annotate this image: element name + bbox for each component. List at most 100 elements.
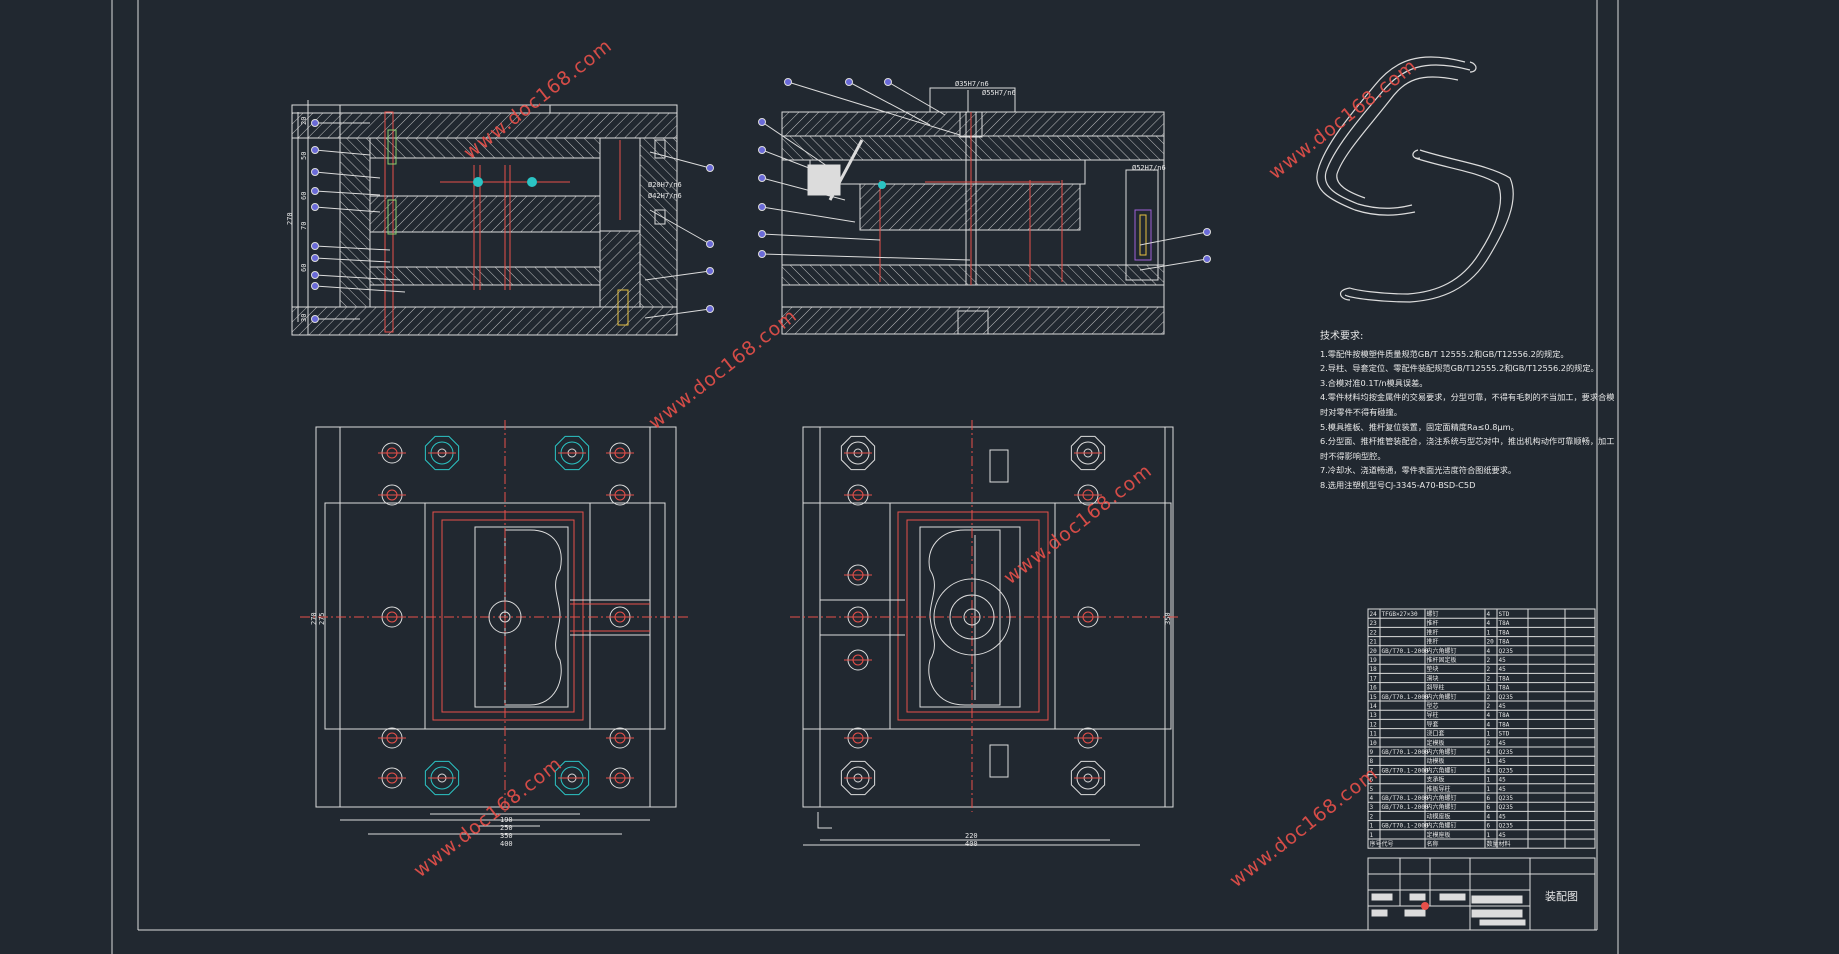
bom-cell: T8A <box>1499 620 1510 627</box>
technical-requirements: 技术要求: 1.零配件按模塑件质量规范GB/T 12555.2和GB/T1255… <box>1320 330 1620 493</box>
bom-cell: 内六角螺钉 <box>1427 822 1457 830</box>
bolt-boss <box>1074 727 1102 749</box>
bom-cell: 45 <box>1499 786 1507 793</box>
bom-cell: 45 <box>1499 777 1507 784</box>
bom-cell: 4 <box>1487 712 1491 719</box>
bom-cell: 内六角螺钉 <box>1427 748 1457 756</box>
bom-cell: 内六角螺钉 <box>1427 794 1457 802</box>
bom-cell: STD <box>1499 731 1510 738</box>
tech-req-title: 技术要求: <box>1320 331 1364 342</box>
bom-cell: 13 <box>1370 712 1378 719</box>
bolt-boss <box>844 606 872 628</box>
bom-cell: 导柱 <box>1427 711 1439 719</box>
bolt-boss <box>844 564 872 586</box>
dim-text: 70 <box>300 222 308 230</box>
bolt-boss <box>554 435 590 471</box>
dim-text: 400 <box>500 840 513 848</box>
bom-cell: GB/T70.1-2000 <box>1382 749 1429 756</box>
bolt-boss <box>424 760 460 796</box>
bom-cell: 22 <box>1370 629 1378 636</box>
bom-cell: 4 <box>1370 795 1374 802</box>
bom-cell: 浇口套 <box>1427 730 1445 738</box>
bom-cell: 15 <box>1370 694 1378 701</box>
bom-cell: STD <box>1499 611 1510 618</box>
dim-text: 50 <box>300 152 308 160</box>
dim-text: 350 <box>1164 612 1172 625</box>
bolt-boss <box>606 767 634 789</box>
bolt-boss <box>606 727 634 749</box>
bom-cell: 9 <box>1370 749 1374 756</box>
bom-cell: 2 <box>1487 694 1491 701</box>
bom-cell: 1 <box>1487 731 1491 738</box>
dim-text: 220 <box>965 832 978 840</box>
bom-cell: Q235 <box>1499 648 1514 655</box>
section-view-middle <box>781 87 1165 335</box>
bom-cell: T8A <box>1499 675 1510 682</box>
bom-cell: 2 <box>1487 675 1491 682</box>
bom-cell: 1 <box>1487 629 1491 636</box>
bom-cell: 2 <box>1487 666 1491 673</box>
bom-cell: 4 <box>1487 767 1491 774</box>
bom-header-cell: 材料 <box>1499 840 1511 848</box>
watermark-text: www.doc168.com <box>1226 763 1383 892</box>
bom-cell: 1 <box>1487 685 1491 692</box>
fit-label: Ø20H7/n6 <box>648 181 682 189</box>
bolt-boss <box>378 442 406 464</box>
bom-cell: 45 <box>1499 657 1507 664</box>
bolt-boss <box>840 435 876 471</box>
bom-cell: 推板导柱 <box>1427 785 1451 793</box>
plan-view-right <box>790 420 1180 846</box>
bom-cell: 14 <box>1370 703 1378 710</box>
plan-left-bolts <box>378 435 634 796</box>
bom-cell: 4 <box>1487 620 1491 627</box>
bolt-boss <box>1074 484 1102 506</box>
bom-cell: Q235 <box>1499 795 1514 802</box>
bom-cell: 推杆 <box>1427 619 1439 627</box>
bom-cell: 4 <box>1487 648 1491 655</box>
bom-cell: 导套 <box>1427 720 1439 728</box>
dim-text: 275 <box>318 612 326 625</box>
bom-cell: 3 <box>1370 804 1374 811</box>
bolt-boss <box>1070 435 1106 471</box>
bom-cell: 11 <box>1370 731 1378 738</box>
bolt-boss <box>606 484 634 506</box>
plan-view-left <box>300 420 690 835</box>
tech-req-item: 1.零配件按模塑件质量规范GB/T 12555.2和GB/T12556.2的规定… <box>1320 348 1569 359</box>
bom-cell: 5 <box>1370 786 1374 793</box>
section-middle-leaders <box>758 78 1211 271</box>
bom-cell: 4 <box>1487 749 1491 756</box>
bom-cell: 45 <box>1499 703 1507 710</box>
bolt-boss <box>844 649 872 671</box>
dim-text: 350 <box>500 832 513 840</box>
section-view-left <box>291 100 678 336</box>
watermark-text: www.doc168.com <box>1265 55 1422 184</box>
bom-cell: 24 <box>1370 611 1378 618</box>
title-block <box>1367 857 1596 931</box>
bom-cell: TFGB×27×30 <box>1382 611 1419 618</box>
bom-cell: 推杆 <box>1427 638 1439 646</box>
bom-cell: 内六角螺钉 <box>1427 766 1457 774</box>
bom-cell: Q235 <box>1499 804 1514 811</box>
bom-cell: 动模座板 <box>1427 812 1451 820</box>
bom-cell: 2 <box>1487 703 1491 710</box>
bom-cell: 6 <box>1487 804 1491 811</box>
dim-text: 270 <box>310 612 318 625</box>
watermarks: www.doc168.com www.doc168.com www.doc168… <box>410 35 1422 892</box>
bom-header-cell: 代号 <box>1382 840 1394 848</box>
bom-header-cell: 名称 <box>1427 840 1439 848</box>
bom-cell: GB/T70.1-2000 <box>1382 823 1429 830</box>
tech-req-item: 2.导柱、导套定位、零配件装配规范GB/T12555.2和GB/T12556.2… <box>1320 363 1599 374</box>
bom-cell: 4 <box>1487 611 1491 618</box>
tech-req-item: 5.模具推板、推杆复位装置，固定面精度Ra≤0.8μm。 <box>1320 421 1519 432</box>
drawing-title: 装配图 <box>1545 890 1578 903</box>
bom-cell: 1 <box>1370 823 1374 830</box>
bom-cell: 20 <box>1487 639 1495 646</box>
section-middle-dims: Ø35H7/n6 Ø55H7/n6 Ø52H7/n6 <box>955 80 1166 172</box>
bom-cell: 45 <box>1499 758 1507 765</box>
bom-cell: 内六角螺钉 <box>1427 803 1457 811</box>
bom-cell: 推杆固定板 <box>1427 656 1457 664</box>
bom-cell: 45 <box>1499 740 1507 747</box>
bom-cell: 支承板 <box>1427 776 1445 784</box>
bom-cell: T8A <box>1499 639 1510 646</box>
